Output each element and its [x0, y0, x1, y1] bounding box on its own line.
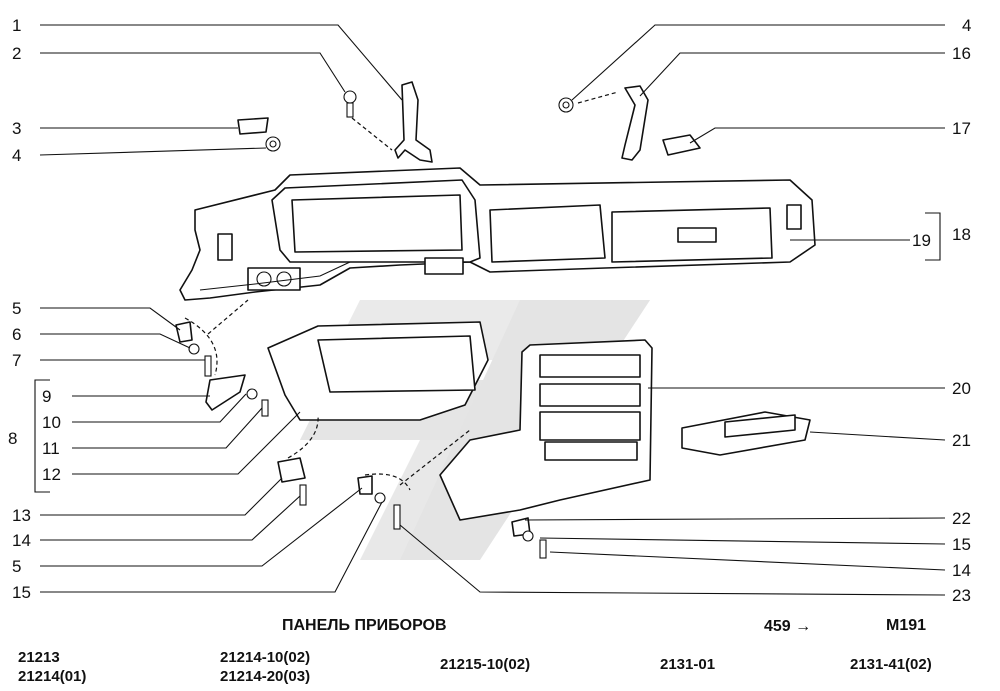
callout-10: 10 [42, 413, 61, 432]
cluster-hood [267, 321, 489, 421]
callout-23: 23 [952, 586, 971, 605]
callout-2: 2 [12, 44, 21, 63]
callout-11: 11 [42, 439, 60, 458]
callout-4-right: 4 [962, 16, 971, 35]
bracket-1 [394, 81, 433, 163]
callout-18: 18 [952, 225, 971, 244]
callout-12: 12 [42, 465, 61, 484]
callout-3: 3 [12, 119, 21, 138]
assembly-arrows [184, 91, 619, 491]
callout-15-right: 15 [952, 535, 971, 554]
callout-9: 9 [42, 387, 51, 406]
callout-14-right: 14 [952, 561, 971, 580]
callout-13: 13 [12, 506, 31, 525]
bolt-2 [343, 90, 357, 118]
callout-6: 6 [12, 325, 21, 344]
leader-lines-right [399, 24, 946, 596]
model-21214-01: 21214(01) [18, 668, 87, 685]
leader-lines-left [34, 24, 403, 593]
callout-22: 22 [952, 509, 971, 528]
callout-14-left: 14 [12, 531, 31, 550]
center-console [439, 339, 653, 521]
callout-19: 19 [912, 231, 931, 250]
dashboard-panel [179, 167, 816, 301]
callout-15-left: 15 [12, 583, 31, 602]
callout-16: 16 [952, 44, 971, 63]
model-21215-10-02: 21215-10(02) [440, 656, 531, 673]
bracket-16 [621, 85, 649, 161]
model-21213: 21213 [18, 649, 60, 666]
hardware-left [175, 321, 307, 506]
callout-4-left: 4 [12, 146, 21, 165]
nut-4-right [558, 97, 574, 113]
callout-20: 20 [952, 379, 971, 398]
callout-5-upper: 5 [12, 299, 21, 318]
callout-7: 7 [12, 351, 21, 370]
model-21214-10-02: 21214-10(02) [220, 649, 311, 666]
callout-17: 17 [952, 119, 971, 138]
callout-8: 8 [8, 429, 17, 448]
model-2131-41-02: 2131-41(02) [850, 656, 932, 673]
hardware-right [357, 475, 547, 559]
bracket-17 [662, 134, 701, 156]
figure-code: M191 [886, 617, 927, 634]
page-reference: 459 → [764, 618, 812, 635]
model-2131-01: 2131-01 [660, 656, 716, 673]
ashtray-21 [681, 411, 811, 456]
model-21214-20-03: 21214-20(03) [220, 668, 311, 685]
callout-21: 21 [952, 431, 971, 450]
plate-3 [237, 117, 269, 135]
callout-1: 1 [12, 16, 21, 35]
page-title: ПАНЕЛЬ ПРИБОРОВ [282, 617, 447, 634]
nut-4-left [265, 136, 281, 152]
callout-5-lower: 5 [12, 557, 21, 576]
